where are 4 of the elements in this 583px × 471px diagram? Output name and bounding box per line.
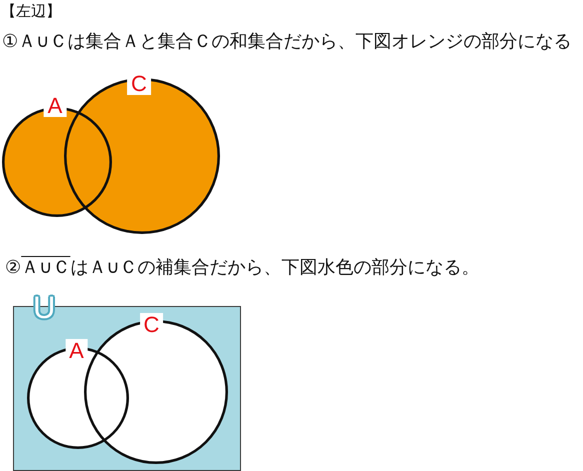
sentence: ①Ａ∪Ｃは集合Ａと集合Ｃの和集合だから、下図オレンジの部分になる (2, 30, 572, 54)
heading: 【左辺】 (1, 1, 61, 22)
sentence: ② Ａ∪Ｃ はＡ∪Ｃの補集合だから、下図水色の部分になる。 (5, 256, 480, 280)
set-label: C (140, 312, 164, 336)
